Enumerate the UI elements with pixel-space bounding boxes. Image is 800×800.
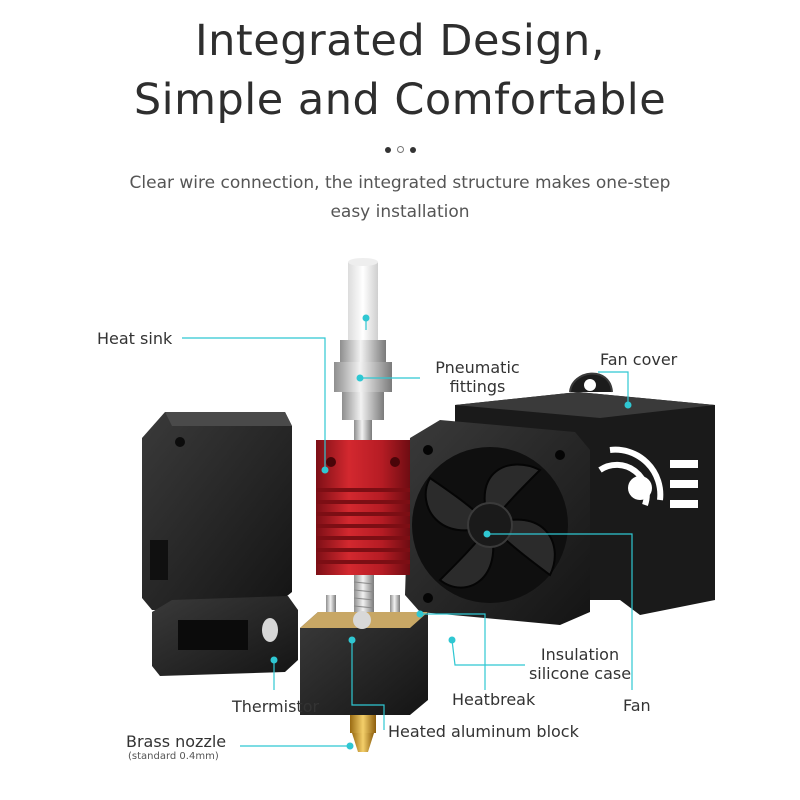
insulation-shell-left: [142, 412, 292, 610]
label-fan: Fan: [623, 696, 651, 715]
label-pneumatic-1: Pneumatic: [435, 358, 520, 377]
subtitle-line-1: Clear wire connection, the integrated st…: [129, 173, 671, 193]
title-line-2: Simple and Comfortable: [133, 75, 667, 125]
cooling-fan: [405, 420, 590, 625]
dot-indicator-active: [396, 146, 404, 153]
thermistor-holder: [152, 596, 298, 676]
label-insulation-2: silicone case: [528, 664, 632, 683]
label-thermistor: Thermistor: [232, 697, 320, 716]
label-pneumatic-2: fittings: [449, 377, 506, 396]
pneumatic-fitting: [334, 340, 392, 442]
leader-lines: [182, 318, 633, 747]
label-heatbreak: Heatbreak: [452, 690, 536, 709]
heat-sink: [316, 440, 410, 575]
subtitle-line-2: easy installation: [330, 202, 470, 222]
label-brass-nozzle: Brass nozzle: [126, 732, 227, 751]
heated-block: [300, 611, 428, 715]
callout-markers: [270, 314, 632, 750]
dot-indicator: [384, 147, 391, 153]
label-heat-sink: Heat sink: [97, 329, 173, 348]
ptfe-tube: [348, 262, 378, 342]
label-nozzle-note: (standard 0.4mm): [128, 751, 219, 762]
heatbreak: [354, 575, 374, 615]
dot-indicator: [409, 147, 416, 153]
title-line-1: Integrated Design,: [195, 16, 605, 66]
label-heated-block: Heated aluminum block: [388, 722, 579, 741]
brass-nozzle: [350, 715, 376, 752]
label-insulation-1: Insulation: [540, 645, 620, 664]
label-fan-cover: Fan cover: [600, 350, 678, 369]
carousel-dots: [0, 140, 800, 158]
